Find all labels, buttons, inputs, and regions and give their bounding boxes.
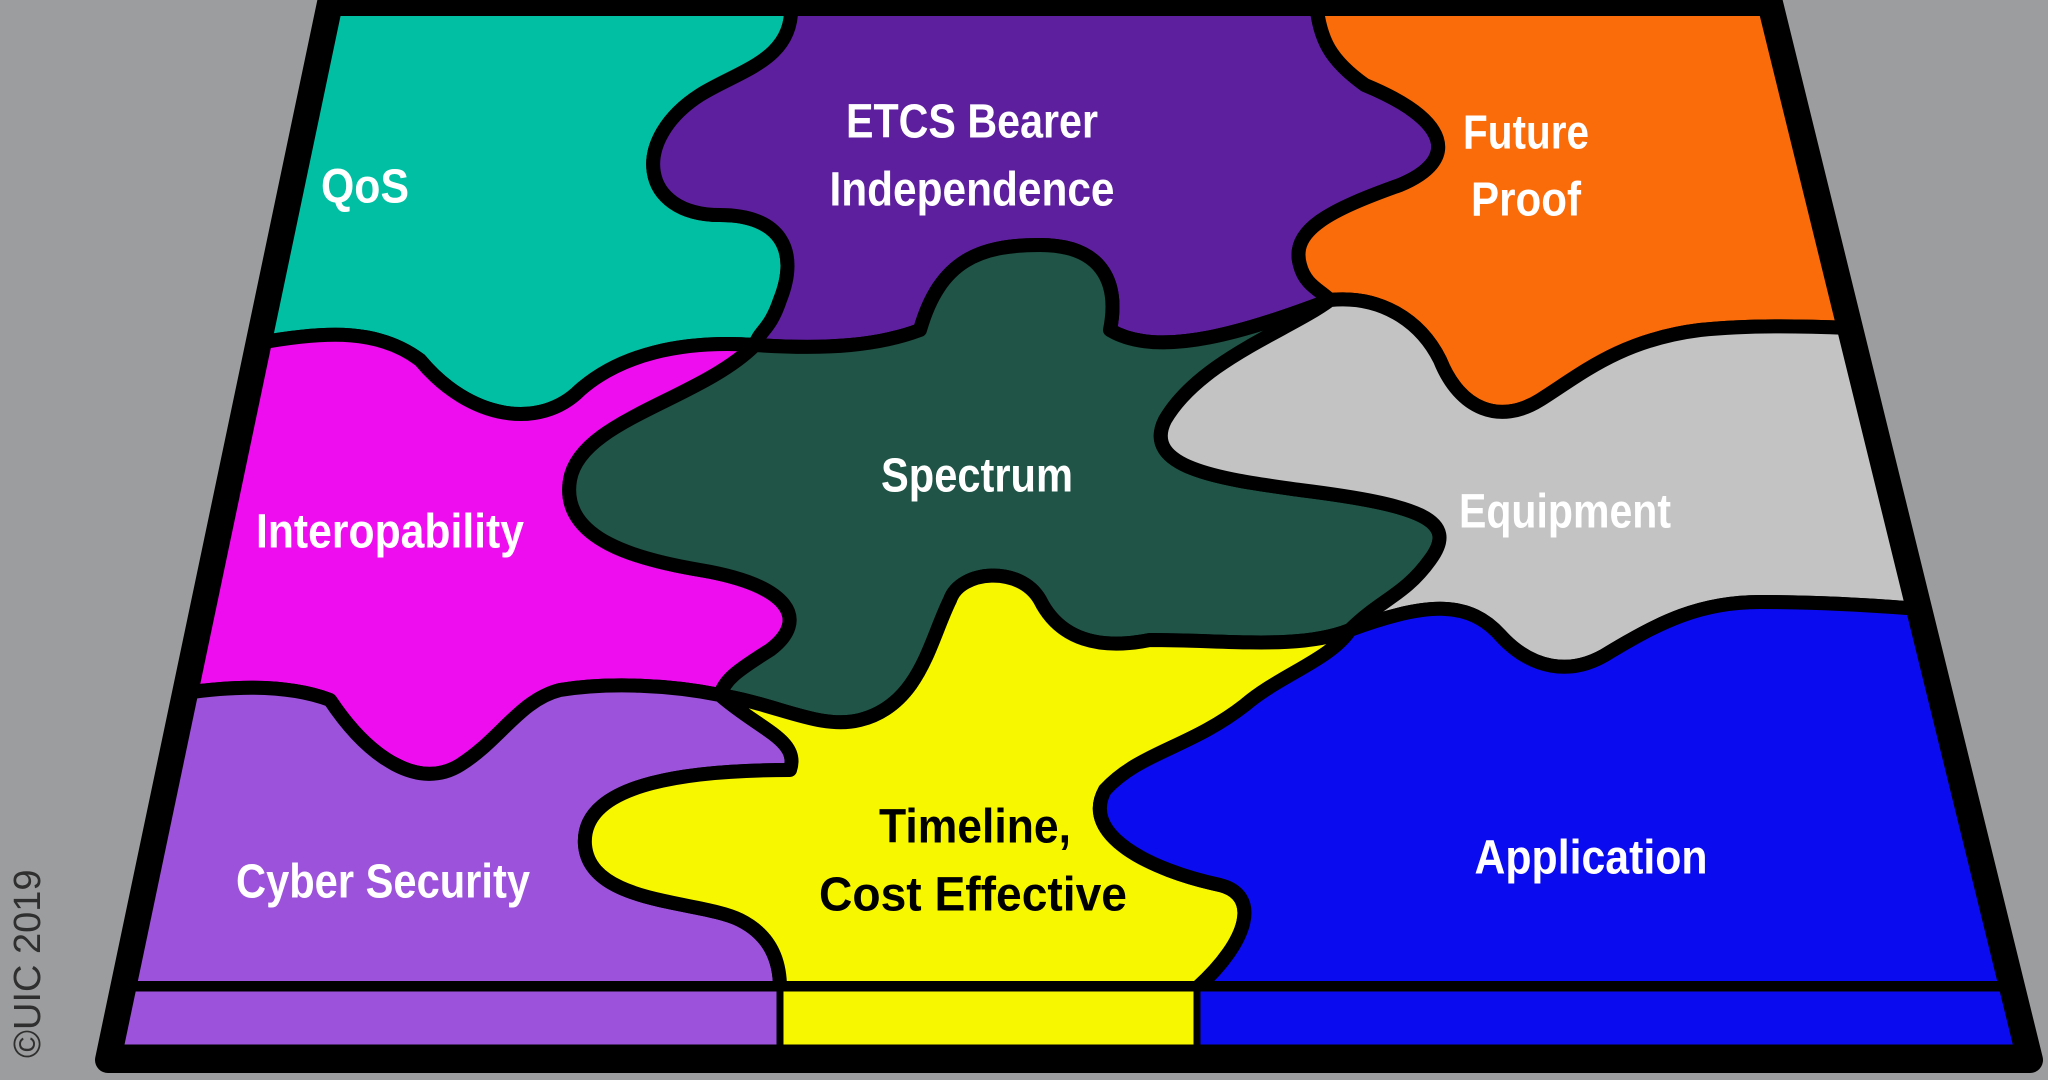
board-side-strip-center [776, 984, 1201, 1052]
label-equipment: Equipment [1459, 486, 1671, 539]
copyright-text: ©UIC 2019 [7, 869, 49, 1058]
label-timeline-line1: Timeline, [879, 801, 1071, 854]
label-future-proof-line1: Future [1463, 107, 1589, 160]
board-side-strip-right [1193, 984, 2031, 1052]
label-spectrum: Spectrum [881, 450, 1073, 503]
board-side-strip-left [114, 984, 784, 1052]
label-interopability: Interopability [256, 506, 524, 559]
label-etcs-bearer-line2: Independence [830, 164, 1115, 217]
label-timeline-line2: Cost Effective [819, 869, 1127, 922]
board-outline [95, 0, 2043, 1073]
label-future-proof-line2: Proof [1471, 174, 1582, 227]
label-etcs-bearer-line1: ETCS Bearer [846, 96, 1098, 149]
label-application: Application [1475, 832, 1708, 885]
label-cyber-security: Cyber Security [236, 856, 530, 909]
label-qos: QoS [321, 161, 409, 214]
